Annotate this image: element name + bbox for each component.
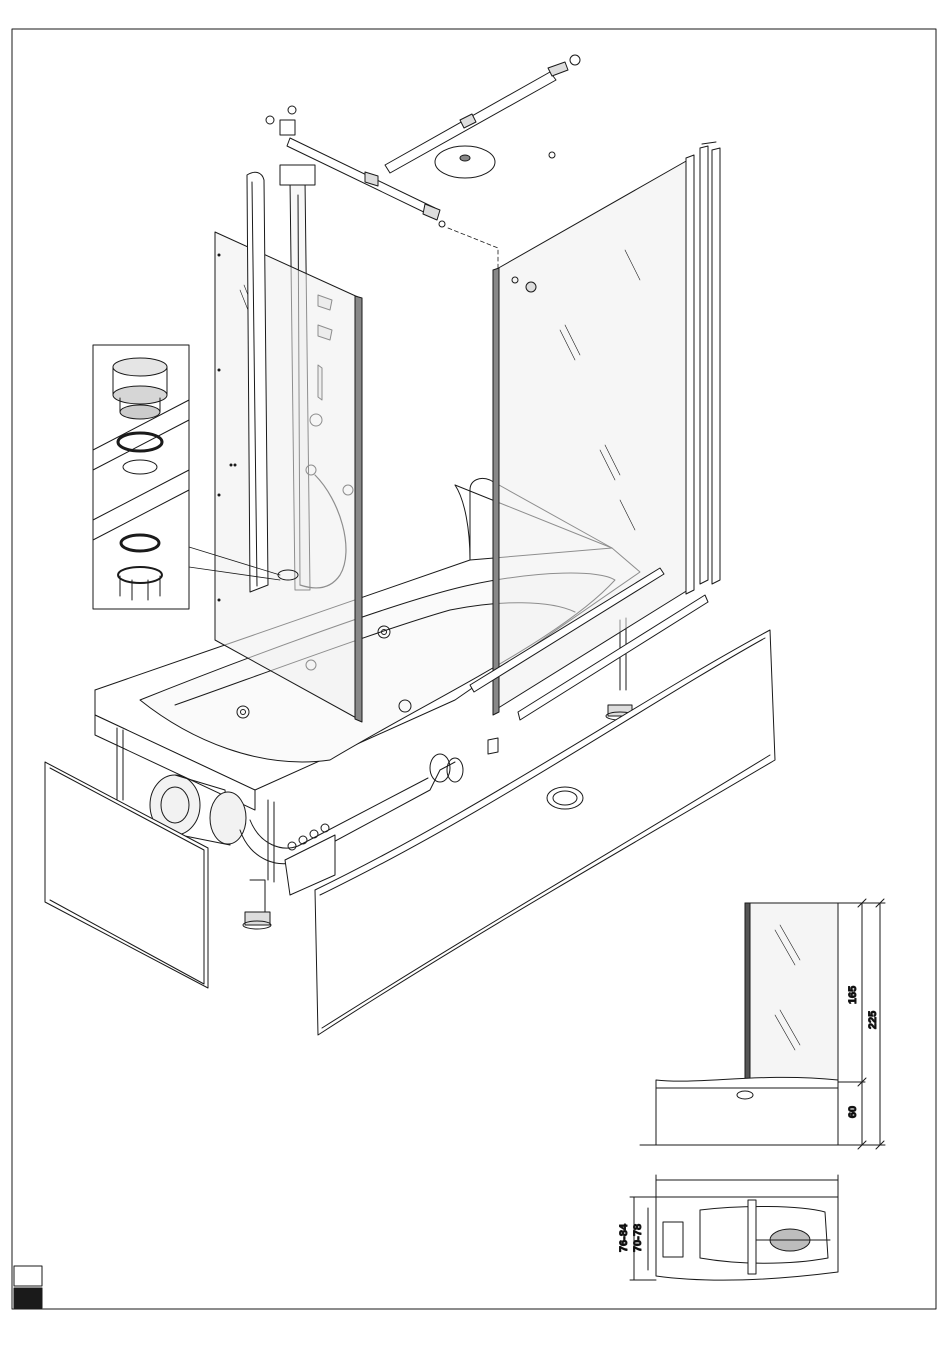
seal-profiles	[686, 142, 720, 594]
plan-view	[630, 1175, 838, 1280]
dimension-76-84: 76-84	[618, 1223, 630, 1252]
dimension-70-78: 70-78	[632, 1224, 644, 1252]
fixing-knob-icon	[526, 282, 536, 292]
wall-profile	[247, 172, 268, 592]
dimension-60: 60	[847, 1106, 859, 1118]
left-glass-panel	[215, 232, 362, 722]
threaded-fitting-icon	[113, 358, 167, 419]
dimension-165: 165	[847, 986, 859, 1004]
adjustable-foot	[243, 880, 271, 929]
rain-shower-head	[435, 146, 495, 178]
dimension-225: 225	[867, 1011, 879, 1029]
corner-tab	[14, 1288, 42, 1308]
corner-box-outline	[14, 1266, 42, 1286]
assembly-guide-line	[448, 228, 498, 268]
